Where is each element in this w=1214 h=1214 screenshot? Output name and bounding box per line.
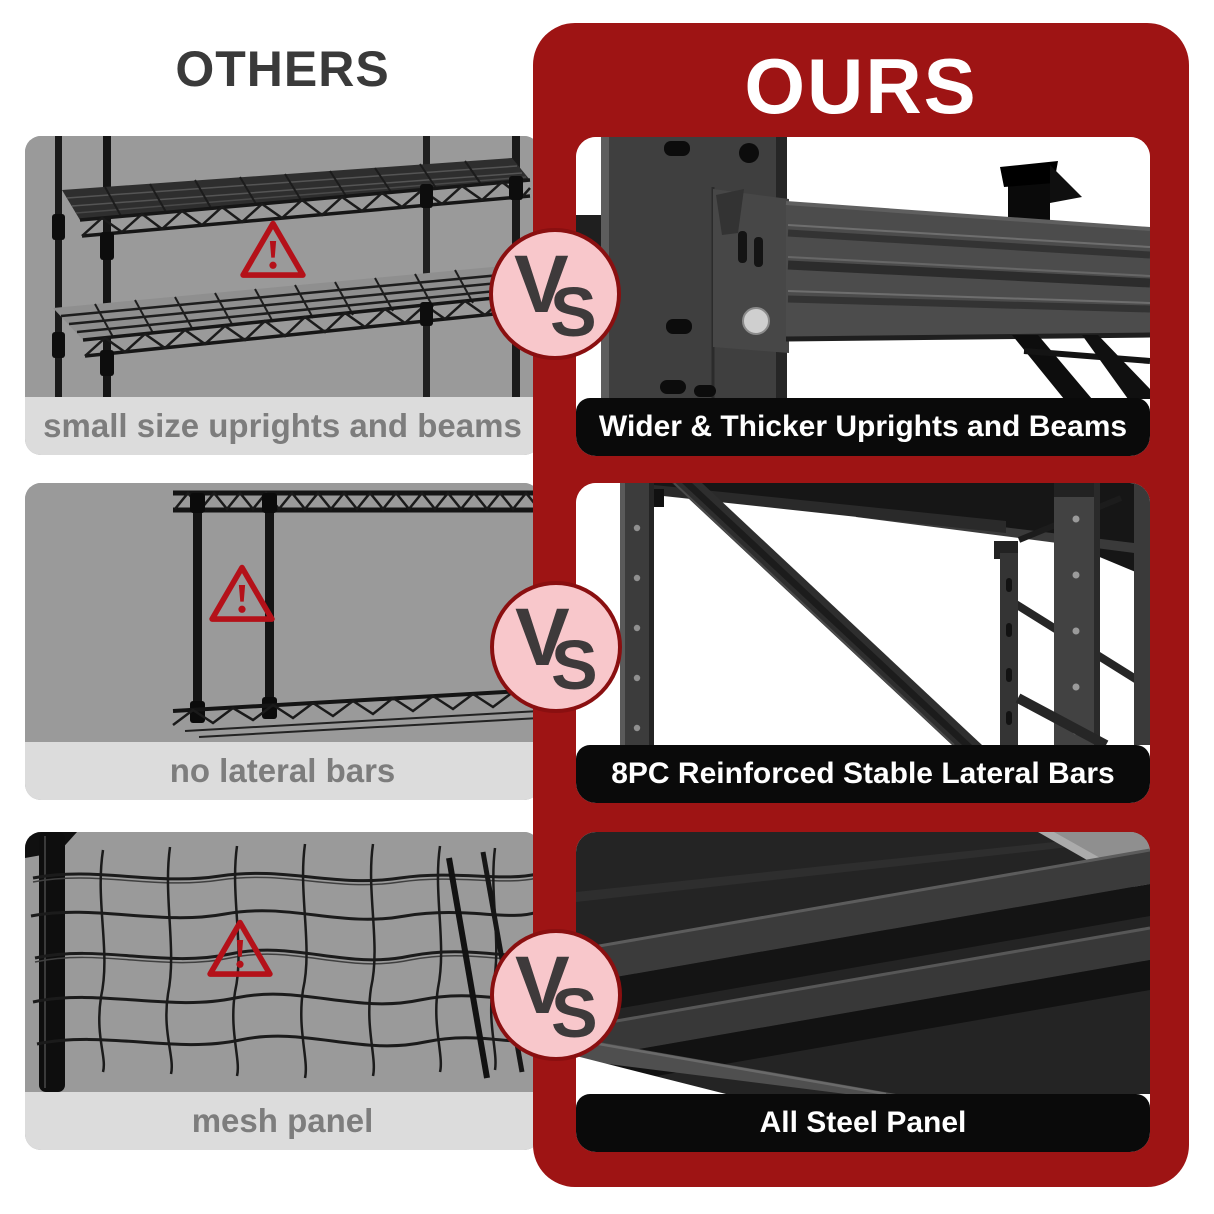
sagging-mesh-image	[25, 832, 540, 1092]
warning-triangle-icon	[240, 220, 306, 278]
ours-row-2-caption-bar: 8PC Reinforced Stable Lateral Bars	[576, 745, 1150, 803]
ours-row-1-caption: Wider & Thicker Uprights and Beams	[598, 410, 1128, 443]
vs-letter-s: S	[551, 974, 598, 1052]
vs-badge-row-3: V S	[490, 929, 622, 1061]
vs-letter-v: V	[515, 592, 570, 683]
ours-row-3-caption-bar: All Steel Panel	[576, 1094, 1150, 1152]
steel-panel-underside-image	[576, 832, 1150, 1094]
ours-row-3-caption: All Steel Panel	[759, 1106, 967, 1139]
bare-frame-image	[25, 483, 540, 742]
others-row-2-caption: no lateral bars	[25, 742, 540, 800]
lateral-bars-image	[576, 483, 1150, 745]
ours-row-3-card: All Steel Panel	[576, 832, 1150, 1152]
ours-column-title: OURS	[744, 42, 978, 130]
others-row-1-caption: small size uprights and beams	[25, 397, 540, 455]
vs-letter-s: S	[551, 626, 598, 704]
warning-triangle-icon	[207, 919, 273, 977]
others-row-3-caption: mesh panel	[25, 1092, 540, 1150]
warning-triangle-icon	[209, 564, 275, 622]
ours-row-1-card: Wider & Thicker Uprights and Beams	[576, 137, 1150, 456]
ours-row-2-card: 8PC Reinforced Stable Lateral Bars	[576, 483, 1150, 803]
vs-letter-s: S	[550, 273, 597, 351]
ours-row-2-caption: 8PC Reinforced Stable Lateral Bars	[611, 757, 1115, 790]
vs-letter-v: V	[515, 940, 570, 1031]
wire-shelving-image	[25, 136, 540, 397]
others-row-1-panel: small size uprights and beams	[25, 136, 540, 455]
upright-beam-closeup-image	[576, 137, 1150, 399]
vs-letter-v: V	[514, 239, 569, 330]
others-row-2-panel: no lateral bars	[25, 483, 540, 800]
vs-badge-row-1: V S	[489, 228, 621, 360]
vs-badge-row-2: V S	[490, 581, 622, 713]
ours-row-1-caption-bar: Wider & Thicker Uprights and Beams	[576, 398, 1150, 456]
others-row-3-panel: mesh panel	[25, 832, 540, 1150]
others-column-title: OTHERS	[175, 41, 390, 97]
